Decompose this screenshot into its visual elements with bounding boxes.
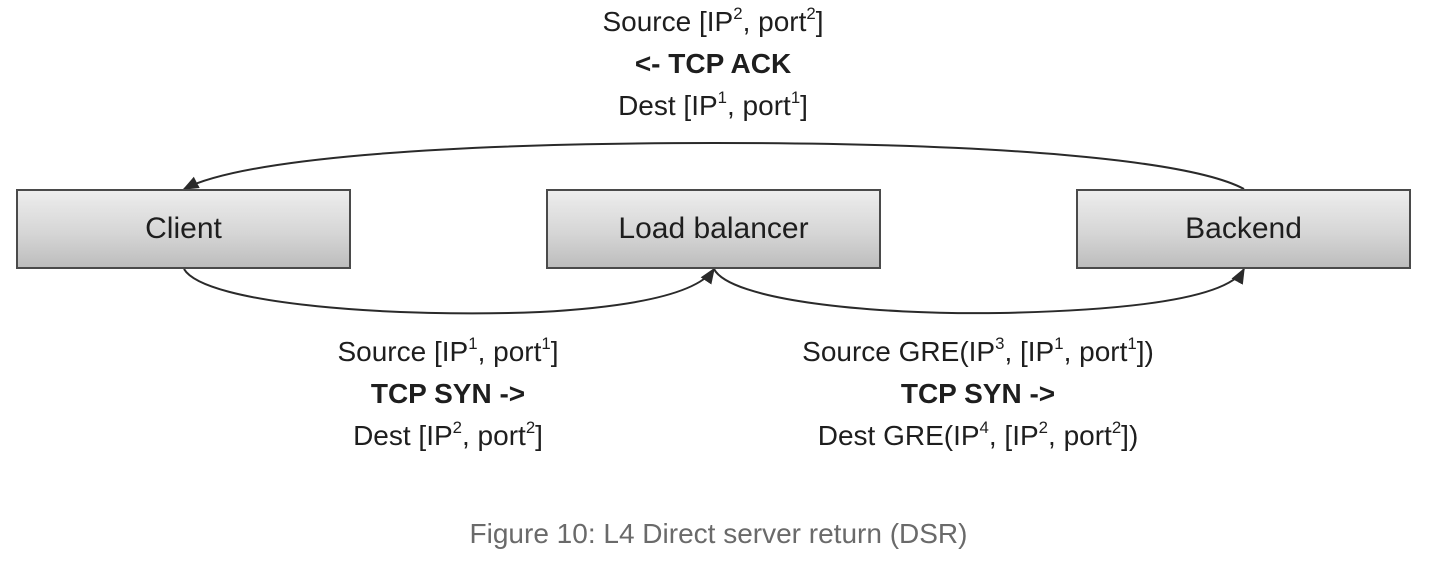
lb-to-backend-action: TCP SYN -> (900, 378, 1056, 409)
client-to-lb-source: Source [IP1, port1] (337, 333, 559, 367)
lb-to-backend-label: Source GRE(IP3, [IP1, port1]) TCP SYN ->… (728, 331, 1228, 457)
ack-label: Source [IP2, port2] <- TCP ACK Dest [IP1… (463, 1, 963, 127)
client-to-lb-dest: Dest [IP2, port2] (353, 417, 543, 451)
backend-node: Backend (1076, 189, 1411, 269)
ack-action: <- TCP ACK (634, 48, 792, 79)
client-to-lb-label: Source [IP1, port1] TCP SYN -> Dest [IP2… (248, 331, 648, 457)
lb-to-backend-source: Source GRE(IP3, [IP1, port1]) (802, 333, 1154, 367)
ack-source: Source [IP2, port2] (602, 3, 824, 37)
client-node: Client (16, 189, 351, 269)
ack-arrow (182, 141, 1245, 190)
lb-to-backend-dest: Dest GRE(IP4, [IP2, port2]) (817, 417, 1139, 451)
client-to-lb-action: TCP SYN -> (370, 378, 526, 409)
backend-label: Backend (1185, 212, 1302, 245)
load-balancer-node: Load balancer (546, 189, 881, 269)
load-balancer-label: Load balancer (618, 212, 809, 245)
client-to-lb-arrow (183, 267, 715, 315)
lb-to-backend-arrow (713, 267, 1245, 315)
client-label: Client (145, 212, 222, 245)
ack-dest: Dest [IP1, port1] (618, 87, 808, 121)
figure-caption: Figure 10: L4 Direct server return (DSR) (469, 518, 968, 549)
